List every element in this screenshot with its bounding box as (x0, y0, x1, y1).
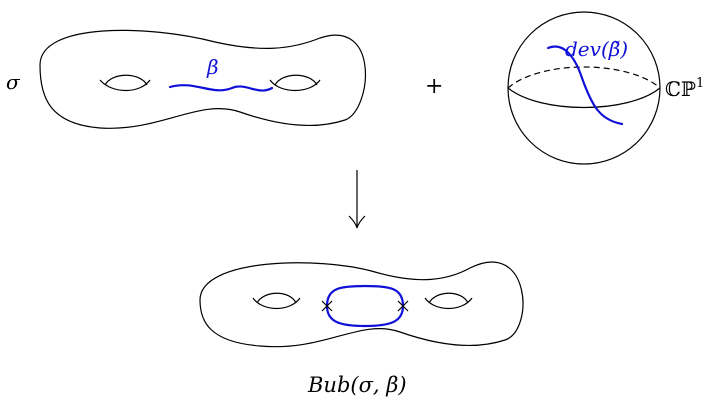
sigma-label: σ (6, 70, 21, 94)
bottom-surface-outline (199, 261, 524, 348)
beta-curve (168, 84, 274, 92)
bottom-right-handle (424, 292, 473, 310)
top-surface (39, 29, 366, 129)
down-arrow (348, 170, 366, 229)
top-left-handle (99, 74, 151, 92)
top-surface-outline (39, 29, 366, 129)
developed-curve-label: dev(β̃) (565, 37, 628, 61)
sphere-equator-back (507, 66, 661, 89)
left-node-mark (321, 300, 333, 312)
sphere-outline (507, 11, 661, 165)
right-node-mark (397, 300, 409, 312)
plus-sign: + (425, 74, 443, 99)
developed-curve (546, 45, 624, 126)
sphere-equator-front (507, 87, 661, 109)
top-right-handle (269, 74, 321, 91)
beta-label: β (206, 55, 219, 79)
bottom-left-handle (252, 292, 301, 310)
sphere-label-exponent: 1 (696, 76, 704, 91)
sphere (507, 11, 661, 165)
bottom-surface (199, 261, 524, 348)
bubble-loop (325, 284, 405, 328)
sphere-label: ℂℙ1 (665, 76, 704, 101)
sphere-label-base: ℂℙ (665, 77, 696, 101)
result-label: Bub(σ, β) (307, 373, 407, 397)
